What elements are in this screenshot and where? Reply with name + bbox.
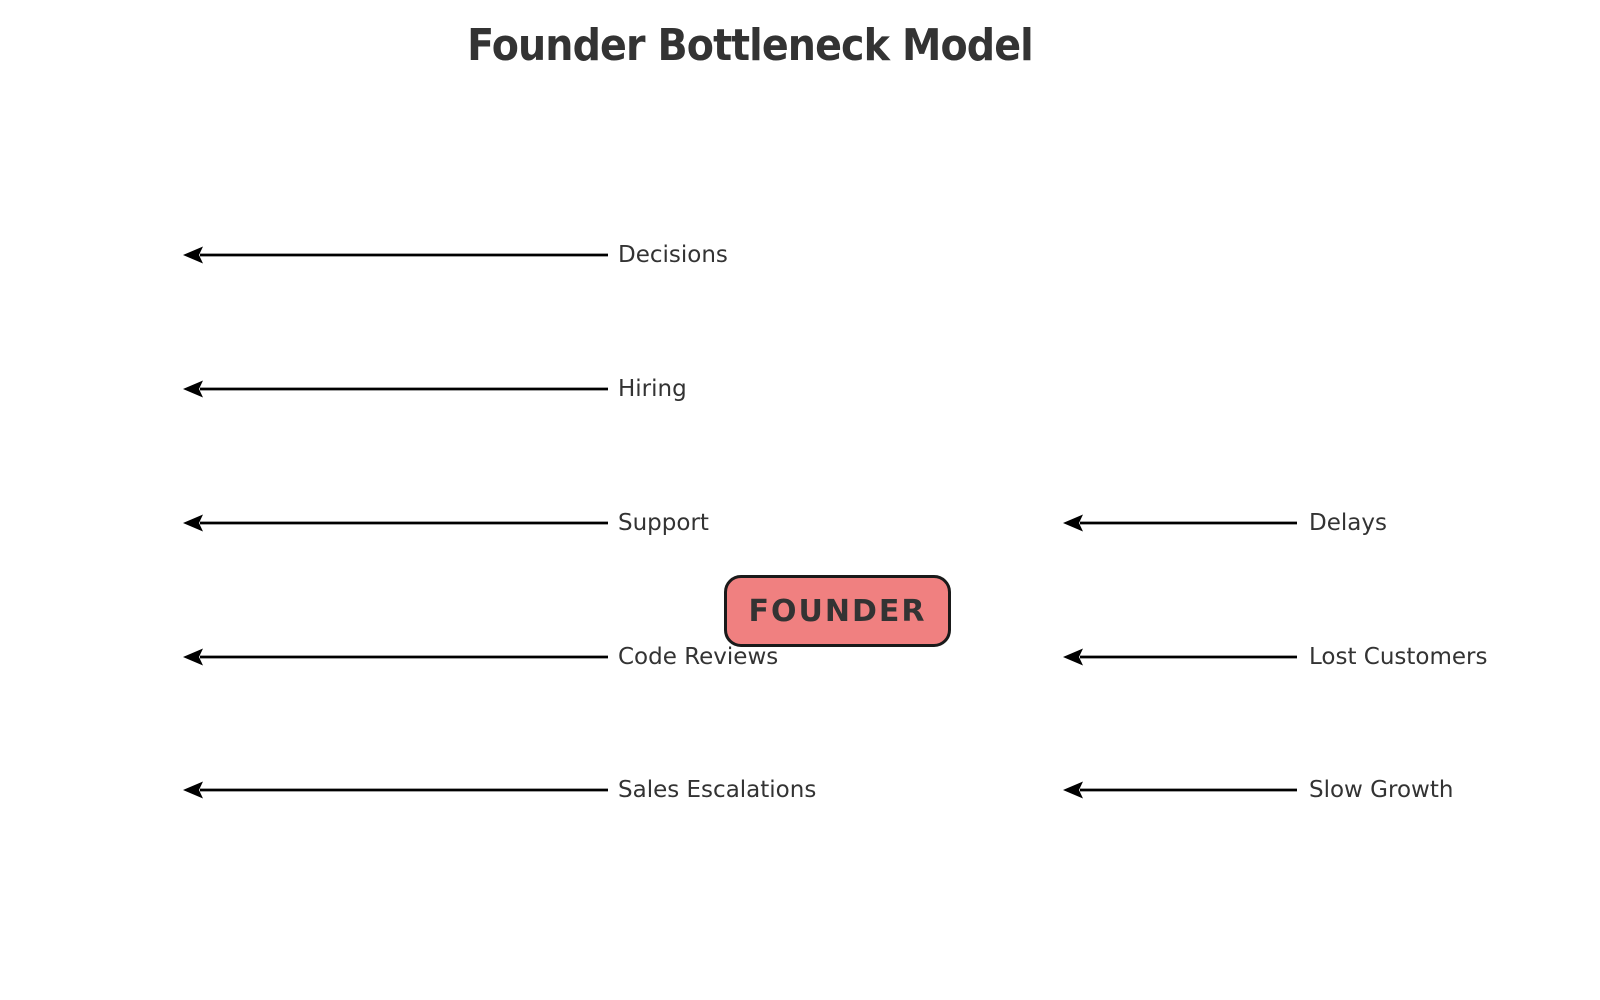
flow-arrow-support [183, 514, 608, 532]
diagram-title: Founder Bottleneck Model [467, 20, 1034, 71]
flow-arrow-delays [1063, 514, 1297, 532]
flow-arrow-hiring [183, 380, 608, 398]
flow-label-support: Support [618, 510, 709, 536]
flow-arrow-slow-growth [1063, 781, 1297, 799]
flow-label-slow-growth: Slow Growth [1309, 777, 1454, 803]
founder-node: FOUNDER [724, 575, 951, 647]
flow-arrow-lost-customers [1063, 648, 1297, 666]
flow-label-delays: Delays [1309, 510, 1387, 536]
flow-label-hiring: Hiring [618, 376, 687, 402]
flow-label-sales-escalations: Sales Escalations [618, 777, 817, 803]
flow-label-decisions: Decisions [618, 242, 728, 268]
founder-node-label: FOUNDER [748, 593, 927, 629]
flow-label-code-reviews: Code Reviews [618, 644, 779, 670]
flow-arrow-decisions [183, 246, 608, 264]
flow-arrow-code-reviews [183, 648, 608, 666]
flow-label-lost-customers: Lost Customers [1309, 644, 1488, 670]
flow-arrow-sales-escalations [183, 781, 608, 799]
